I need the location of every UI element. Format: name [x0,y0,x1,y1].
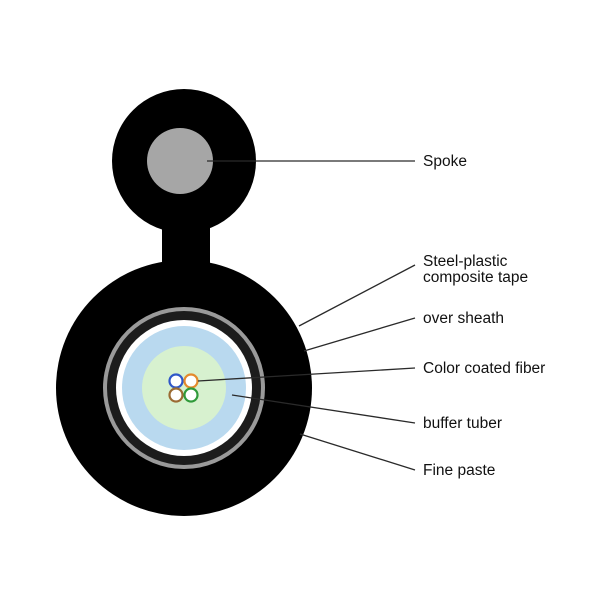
leader-line-over-sheath [303,317,416,352]
fiber-orange [183,373,199,389]
fiber-blue [168,373,184,389]
fine-paste [142,346,226,430]
label-steel-tape-line2: composite tape [423,269,528,286]
label-fine-paste: Fine paste [423,462,495,479]
fiber-green [183,387,199,403]
fiber-brown [168,387,184,403]
label-color-coated-fiber: Color coated fiber [423,360,545,377]
leader-line-color-fiber [197,367,416,382]
leader-line-fine-paste [299,433,416,471]
four-fiber-circles-icon [168,373,199,403]
spoke-core [147,128,213,194]
leader-line-buffer-tube [231,394,416,424]
label-spoke: Spoke [423,153,467,170]
label-buffer-tube: buffer tuber [423,415,502,432]
label-over-sheath: over sheath [423,310,504,327]
leader-line-steel-tape [298,264,416,327]
label-steel-tape-line1: Steel-plastic [423,253,508,270]
